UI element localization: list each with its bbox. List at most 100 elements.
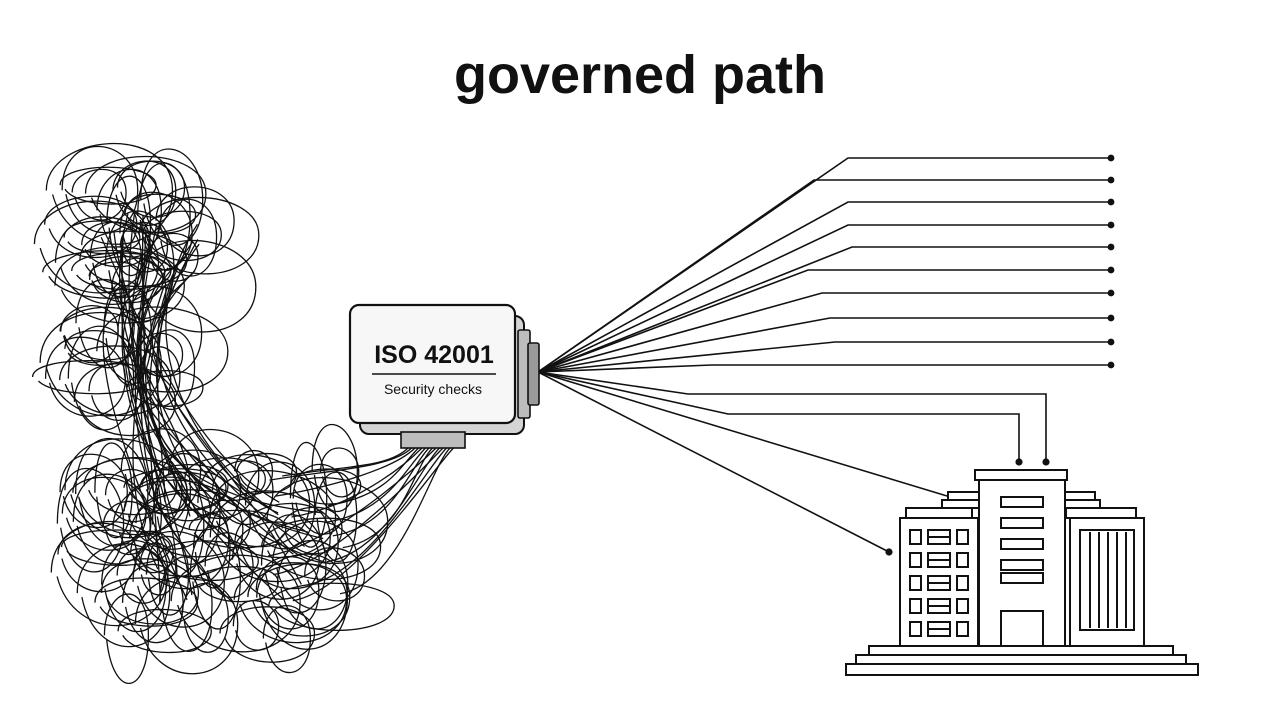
funnel-line (292, 447, 454, 602)
governed-output-lines (537, 157, 1111, 553)
tangle-loop (124, 193, 197, 234)
endpoint-dot (885, 548, 893, 556)
tangle-loop (76, 543, 171, 648)
tangle-loop (94, 442, 133, 539)
tangle-strand (100, 236, 280, 503)
output-line (537, 246, 1111, 373)
output-line (537, 364, 1111, 373)
endpoint-dot (1107, 243, 1115, 251)
tangle-loop (45, 142, 174, 245)
tangle-loop (219, 606, 316, 663)
building-feed-line (537, 371, 1020, 461)
tangle-loop (157, 198, 218, 277)
funnel-line (327, 447, 426, 523)
output-line (537, 341, 1111, 373)
tangle-strand (157, 223, 199, 502)
building-feed-line (537, 371, 1047, 461)
gateway-box-face (348, 303, 517, 425)
tangle-strand (118, 213, 294, 555)
funnel-line (339, 447, 451, 595)
tangle-loop (170, 554, 301, 653)
endpoint-dot (1107, 221, 1115, 229)
tangle-loop (209, 470, 337, 559)
window (956, 529, 969, 545)
funnel-line (308, 447, 447, 586)
endpoint-dot (1107, 154, 1115, 162)
tangle-loop (103, 593, 150, 684)
output-line (537, 269, 1111, 373)
tangle-loop (156, 540, 259, 581)
tangle-loop (189, 525, 241, 630)
tangled-input-lines (31, 142, 395, 684)
funnel-line (326, 447, 440, 563)
tangle-loop (33, 200, 151, 294)
output-line (537, 179, 1111, 373)
tangle-loop (39, 311, 162, 417)
tangle-loop (233, 562, 348, 644)
endpoint-dot (1107, 314, 1115, 322)
tangle-strand (141, 215, 162, 602)
window (909, 621, 922, 637)
window (909, 529, 922, 545)
tangle-loop (74, 437, 149, 547)
funnel-line (269, 447, 412, 481)
output-line (537, 292, 1111, 373)
tangle-loop (143, 329, 196, 411)
tangle-loop (94, 577, 199, 627)
tangle-loop (247, 563, 351, 637)
tangle-strand (132, 284, 165, 570)
tangle-loop (244, 461, 316, 550)
tangle-loop (138, 346, 181, 407)
tangle-loop (88, 261, 143, 294)
tangle-loop (140, 148, 204, 246)
tangle-loop (211, 460, 274, 526)
tangle-loop (56, 467, 125, 573)
output-line (537, 317, 1111, 373)
endpoint-dot (1107, 338, 1115, 346)
endpoint-dot (1107, 198, 1115, 206)
tangle-loop (59, 345, 172, 417)
tangle-loop (209, 490, 331, 583)
gateway-bottom-port (400, 431, 466, 449)
building-feed-line (537, 371, 948, 497)
iso-gateway-box[interactable]: ISO 42001 Security checks (348, 303, 540, 449)
endpoint-dot (1015, 458, 1023, 466)
window (909, 598, 922, 614)
tangle-loop (61, 145, 139, 234)
tangle-loop (271, 520, 359, 611)
tangle-loop (292, 463, 348, 535)
gateway-check-label: Security checks (384, 381, 482, 397)
gateway-side-connector (527, 342, 540, 406)
endpoint-dot (1107, 361, 1115, 369)
window (956, 621, 969, 637)
tangle-strand (151, 280, 302, 585)
funnel-line (291, 447, 423, 518)
tangle-strand (128, 211, 193, 596)
tangle-loop (71, 168, 127, 221)
endpoint-dot (1107, 176, 1115, 184)
tangle-loop (54, 216, 160, 305)
window (909, 552, 922, 568)
window (956, 575, 969, 591)
tangle-loop (116, 548, 166, 604)
tangle-loop (60, 305, 119, 364)
funnel-line (275, 447, 416, 497)
tangle-loop (60, 529, 171, 566)
endpoint-dot (1042, 458, 1050, 466)
tangle-loop (104, 468, 159, 523)
tangle-loop (100, 558, 200, 625)
tangle-loop (59, 166, 157, 205)
tangle-loop (268, 582, 395, 631)
tangle-loop (261, 517, 382, 581)
tangle-loop (132, 530, 225, 628)
output-line (537, 224, 1111, 373)
tangle-loop (232, 599, 280, 651)
output-endpoints (885, 154, 1115, 556)
tangle-loop (119, 222, 169, 273)
tangle-loop (63, 220, 141, 255)
tangle-loop (281, 506, 343, 555)
funnel-line (282, 447, 409, 477)
tangle-loop (138, 542, 177, 596)
gateway-standard-label: ISO 42001 (374, 341, 494, 369)
enterprise-building-icon (845, 469, 1199, 676)
